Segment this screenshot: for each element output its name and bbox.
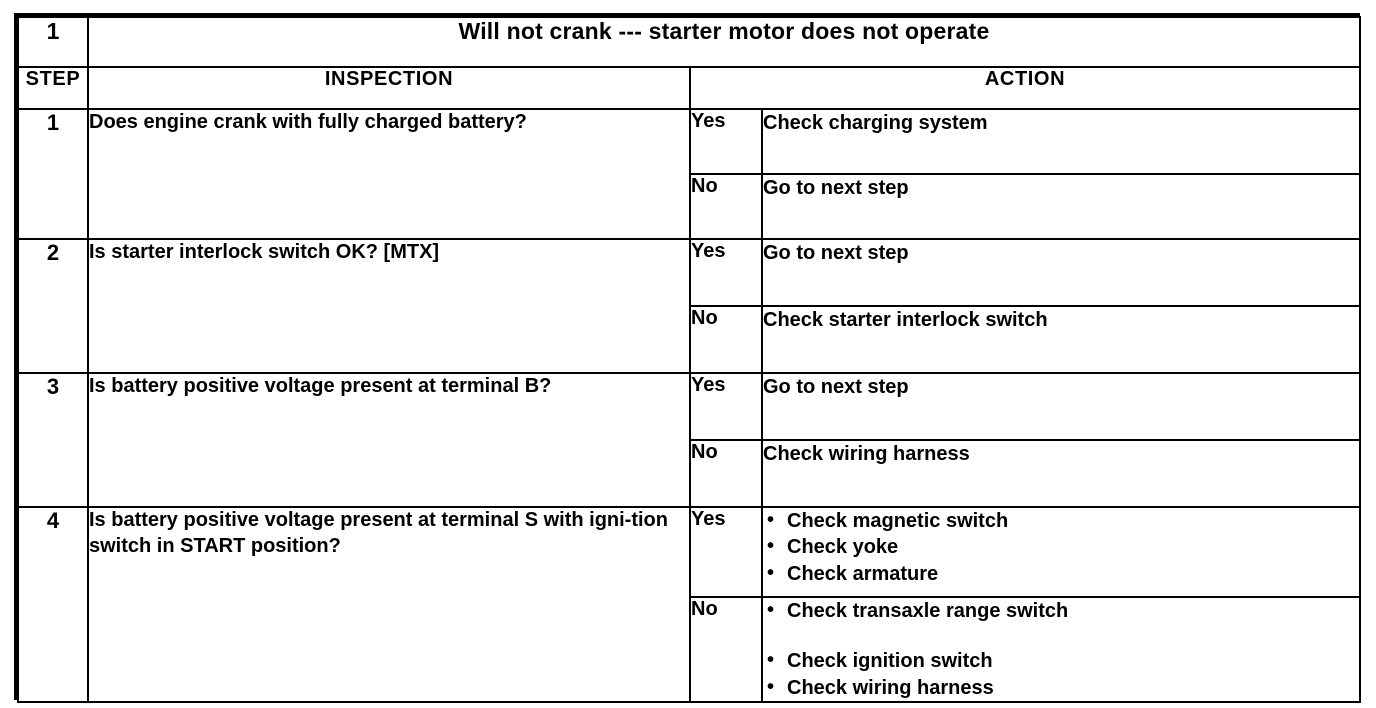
table-row: 1 Does engine crank with fully charged b…	[17, 108, 1362, 240]
header-action: ACTION	[688, 66, 1362, 110]
step-number: 4	[17, 505, 89, 704]
header-row: STEP INSPECTION ACTION	[17, 66, 1362, 110]
answer-label-no: No	[689, 595, 763, 704]
list-item: Check transaxle range switch	[763, 597, 1359, 624]
answer-label-yes: Yes	[689, 108, 763, 175]
step-inspection: Is battery positive voltage present at t…	[87, 505, 691, 704]
troubleshooting-table: 1 Will not crank --- starter motor does …	[14, 13, 1362, 704]
step-inspection: Is starter interlock switch OK? [MTX]	[87, 238, 691, 374]
table-row: 4 Is battery positive voltage present at…	[17, 505, 1362, 704]
list-item: Check wiring harness	[763, 674, 1359, 701]
list-item: Check magnetic switch	[763, 507, 1359, 534]
table-row-sub: No Check starter interlock switch	[18, 305, 1362, 374]
list-item: Check armature	[763, 560, 1359, 587]
table-row-sub: No Check transaxle range switch Check ig…	[18, 595, 1362, 704]
step-number: 3	[17, 372, 89, 508]
answer-label-yes: Yes	[689, 238, 763, 307]
answer-label-yes: Yes	[689, 506, 763, 598]
step-number: 1	[17, 108, 89, 240]
list-item: Check yoke	[763, 533, 1359, 560]
chart-grid: 1 Will not crank --- starter motor does …	[17, 16, 1362, 704]
header-inspection: INSPECTION	[87, 66, 691, 110]
step-inspection-text: Is battery positive voltage present at t…	[89, 509, 668, 557]
step-number: 2	[17, 238, 89, 374]
table-row-sub: No Go to next step	[18, 173, 1362, 240]
list-item: Check ignition switch	[763, 647, 1359, 674]
answer-label-no: No	[689, 439, 763, 508]
table-row: 2 Is starter interlock switch OK? [MTX] …	[17, 238, 1362, 374]
action-yes: Check magnetic switch Check yoke Check a…	[760, 506, 1362, 598]
table-row: 3 Is battery positive voltage present at…	[17, 372, 1362, 508]
header-step: STEP	[17, 66, 89, 110]
action-bullet-list: Check transaxle range switch Check ignit…	[763, 597, 1359, 701]
answer-label-no: No	[689, 305, 763, 374]
action-yes: Go to next step	[760, 238, 1362, 307]
answer-label-yes: Yes	[689, 372, 763, 441]
action-yes: Go to next step	[760, 372, 1362, 441]
action-yes: Check charging system	[760, 108, 1362, 175]
chart-number: 1	[17, 16, 89, 68]
step-inspection: Is battery positive voltage present at t…	[87, 372, 691, 508]
action-no: Check starter interlock switch	[760, 305, 1362, 374]
title-row: 1 Will not crank --- starter motor does …	[17, 16, 1362, 68]
chart-title: Will not crank --- starter motor does no…	[86, 16, 1362, 68]
step-inspection: Does engine crank with fully charged bat…	[87, 108, 691, 240]
action-no: Check transaxle range switch Check ignit…	[760, 595, 1362, 704]
action-no: Check wiring harness	[760, 439, 1362, 508]
action-bullet-list: Check magnetic switch Check yoke Check a…	[763, 507, 1359, 587]
table-row-sub: No Check wiring harness	[18, 439, 1362, 508]
action-no: Go to next step	[760, 173, 1362, 240]
answer-label-no: No	[689, 173, 763, 240]
